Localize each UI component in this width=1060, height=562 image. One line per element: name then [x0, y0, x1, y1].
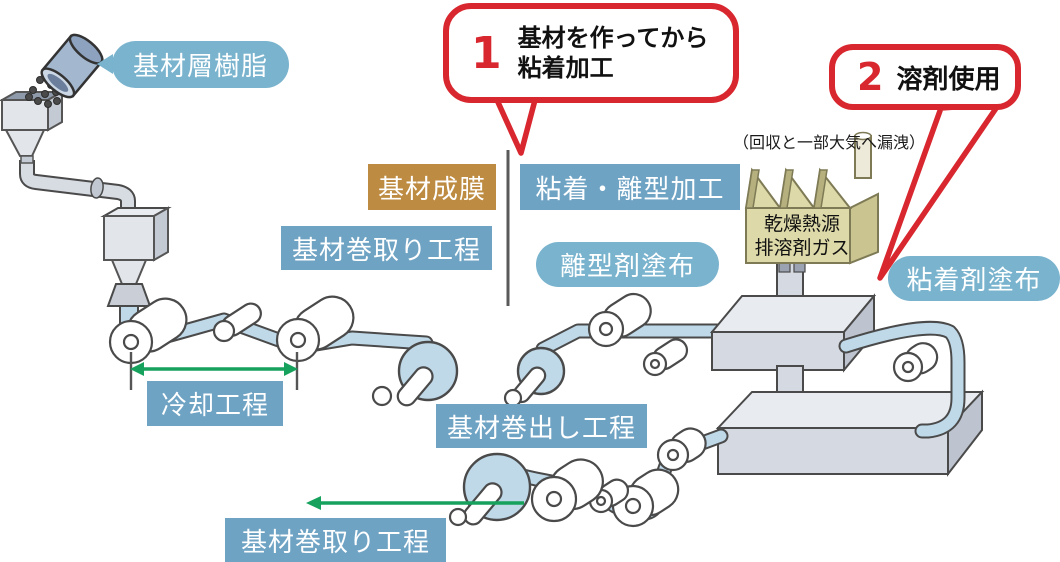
label-cooling-process: 冷却工程 [147, 381, 283, 426]
winding-roll-2 [448, 452, 532, 527]
flow-arrow [306, 496, 524, 510]
callout-2-bubble: 2 溶剤使用 [829, 44, 1021, 110]
cooling-rollers [108, 295, 355, 365]
release-line [503, 292, 728, 408]
factory-icon [744, 131, 879, 265]
dryer-line1: 乾燥熱源 [763, 213, 840, 235]
label-recovery-note: （回収と一部大気へ漏洩） [732, 133, 925, 152]
label-base-unwinding: 基材巻出し工程 [436, 404, 647, 448]
callout-1-number: 1 [471, 27, 502, 79]
bottom-film-line [493, 427, 729, 528]
bucket-icon [40, 33, 104, 99]
label-base-winding-top: 基材巻取り工程 [281, 226, 492, 270]
winding-roll-1 [371, 340, 459, 407]
coater-machine [709, 131, 985, 477]
callout-1-bubble: 1 基材を作ってから 粘着加工 [443, 3, 739, 103]
hopper2-icon [100, 206, 172, 285]
label-adhesive-coating: 粘着剤塗布 [888, 256, 1060, 301]
label-dryer-exhaust: 乾燥熱源 排溶剤ガス [746, 212, 858, 260]
label-adhesive-release-processing: 粘着・離型加工 [520, 164, 740, 210]
pipe [19, 160, 136, 216]
label-pointer-triangle [97, 54, 113, 74]
callout-2-number: 2 [857, 55, 884, 99]
dryer-line2: 排溶剤ガス [754, 237, 850, 259]
label-release-agent-coating: 離型剤塗布 [536, 242, 719, 287]
hopper1-icon [0, 90, 66, 164]
callout1-pointer [494, 97, 538, 156]
label-base-winding-bottom: 基材巻取り工程 [225, 518, 446, 562]
cooling-dimension-arrow [129, 352, 299, 390]
label-base-layer-resin: 基材層樹脂 [112, 41, 289, 88]
callout-2-text: 溶剤使用 [896, 64, 1001, 95]
right-film-wrap [838, 320, 966, 439]
callout-1-line2: 粘着加工 [517, 54, 614, 82]
callout-1-line1: 基材を作ってから [517, 24, 709, 52]
callout-1-text: 基材を作ってから 粘着加工 [518, 23, 709, 83]
label-base-film-forming: 基材成膜 [368, 164, 496, 210]
